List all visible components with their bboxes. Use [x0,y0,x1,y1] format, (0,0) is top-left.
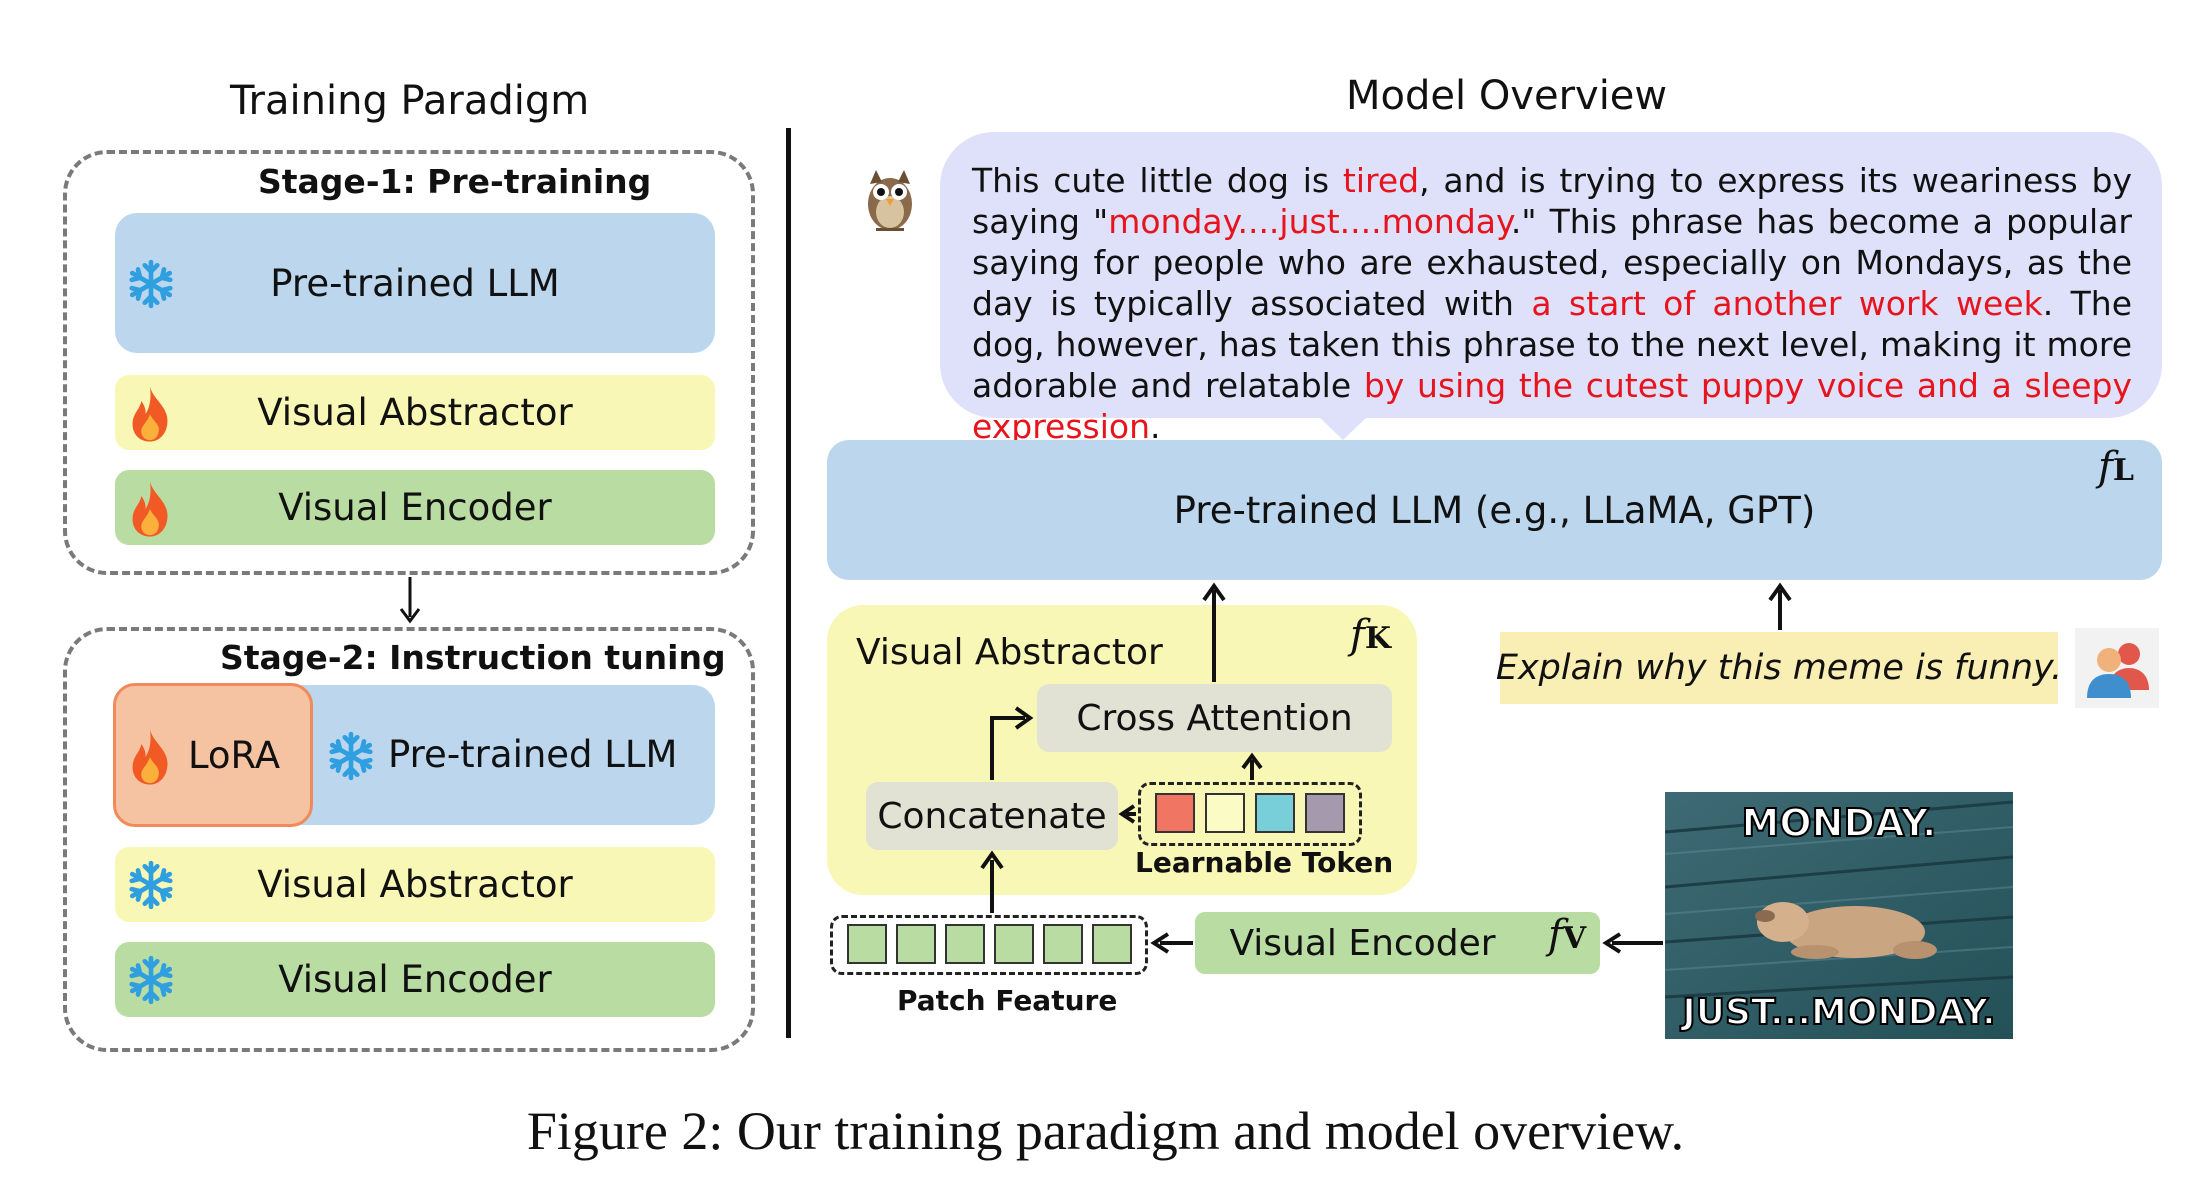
response-part: This cute little dog is [972,161,1343,200]
patch-feature [945,924,985,964]
stage2-box [63,627,755,1052]
model-overview-title: Model Overview [1346,73,1668,119]
stage2-lora-label: LoRA [187,733,281,777]
stage2-lora-block: LoRA [113,683,313,827]
abstractor-label: Visual Abstractor [856,632,1163,673]
cross-attention-block: Cross Attention [1037,684,1392,752]
stage1-encoder-label: Visual Encoder [278,486,552,529]
response-highlight: by using the cutest puppy voice and a sl… [972,366,2132,446]
prompt-box: Explain why this meme is funny. [1496,632,2062,704]
response-part: , and is trying to express its weariness… [972,161,2132,241]
learnable-token-group [1138,782,1362,846]
encoder-symbol-f: f [1548,912,1563,958]
meme-bottom-text: JUST...MONDAY. [1679,992,1995,1033]
meme-top-text: MONDAY. [1742,801,1937,845]
patch-feature [994,924,1034,964]
llm-block: Pre-trained LLM (e.g., LLaMA, GPT) [827,440,2162,580]
stage2-llm-label: Pre-trained LLM [388,733,678,776]
response-part: . [1150,407,1161,446]
stage1-abstractor-label: Visual Abstractor [257,391,573,434]
patch-feature [1092,924,1132,964]
stage1-llm-label: Pre-trained LLM [270,261,560,305]
dog-meme-image: MONDAY. JUST...MONDAY. [1665,792,2013,1039]
patch-feature [847,924,887,964]
divider [786,128,791,1038]
concatenate-label: Concatenate [877,795,1107,837]
response-bubble [940,132,2162,418]
cross-attention-label: Cross Attention [1076,697,1353,739]
response-highlight: monday....just....monday [1108,202,1511,241]
learnable-token-label: Learnable Token [1135,846,1394,879]
stage2-abstractor-label: Visual Abstractor [257,863,573,906]
llm-symbol-f: f [2098,444,2113,490]
stage1-title: Stage-1: Pre-training [258,162,652,201]
stage1-encoder-block: Visual Encoder [115,470,715,545]
patch-feature [1043,924,1083,964]
response-part: ." This phrase has become a popular sayi… [972,202,2132,323]
stage1-abstractor-block: Visual Abstractor [115,375,715,450]
figure-caption: Figure 2: Our training paradigm and mode… [526,1101,1685,1161]
owl-icon [868,170,912,231]
response-text: This cute little dog is tired, and is tr… [972,160,2132,447]
training-paradigm-title: Training Paradigm [230,78,590,124]
encoder-label: Visual Encoder [1229,922,1496,964]
llm-symbol: fL [2098,444,2134,490]
response-part: . The dog, however, has taken this phras… [972,284,2132,405]
abstractor-symbol-sub: K [1364,621,1391,656]
learnable-token [1255,793,1295,833]
stage1-box [63,150,755,575]
stage2-abstractor-block: Visual Abstractor [115,847,715,922]
learnable-token [1205,793,1245,833]
stage2-encoder-block: Visual Encoder [115,942,715,1017]
llm-label: Pre-trained LLM (e.g., LLaMA, GPT) [1173,488,1816,532]
encoder-symbol: fV [1548,912,1586,958]
abstractor-symbol-f: f [1350,612,1365,658]
abstractor-symbol: fK [1350,612,1391,658]
stage-arrow [399,577,421,624]
patch-feature-group [830,915,1148,975]
users-icon [2075,628,2159,708]
prompt-text: Explain why this meme is funny. [1495,648,2063,688]
concatenate-block: Concatenate [866,782,1118,850]
stage2-title: Stage-2: Instruction tuning [220,638,726,677]
response-highlight: tired [1342,161,1420,200]
patch-feature [896,924,936,964]
learnable-token [1155,793,1195,833]
patch-feature-label: Patch Feature [897,984,1118,1017]
bubble-tail [1318,416,1368,440]
learnable-token [1305,793,1345,833]
encoder-symbol-sub: V [1562,921,1587,956]
stage2-encoder-label: Visual Encoder [278,958,552,1001]
encoder-block: Visual Encoder [1195,912,1600,974]
response-highlight: a start of another work week [1531,284,2043,323]
stage1-llm-block: Pre-trained LLM [115,213,715,353]
llm-symbol-sub: L [2112,453,2134,488]
